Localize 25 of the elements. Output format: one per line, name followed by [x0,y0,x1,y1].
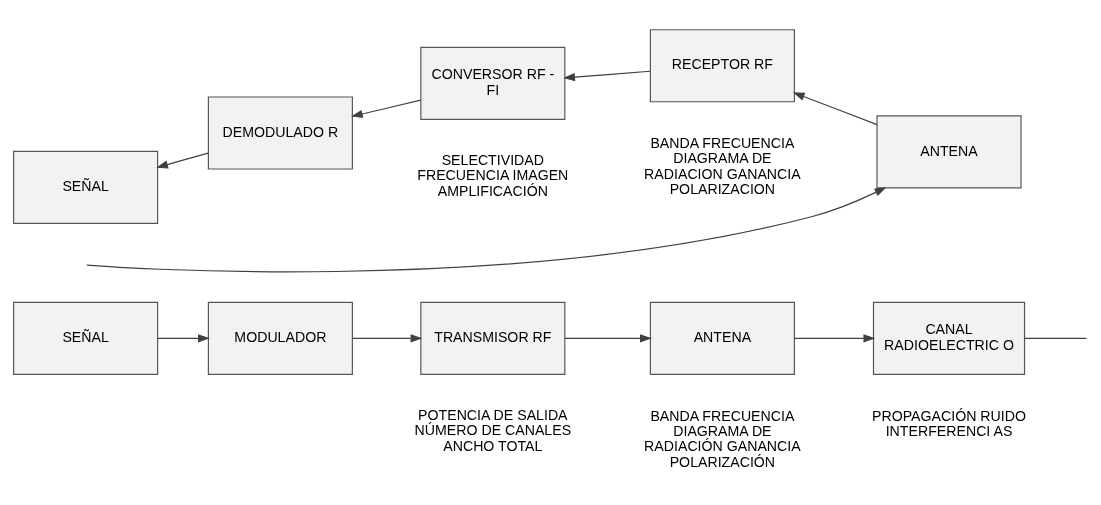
arrow [350,99,422,118]
arrow [352,334,423,343]
node-box: ANTENA [876,115,1022,189]
node-box: CONVERSOR RF - FI [420,46,566,120]
node-box: DEMODULADO R [207,96,353,170]
node-label: POTENCIA DE SALIDA NÚMERO DE CANALES ANCHO TOTAL [414,406,572,454]
arrow [564,334,652,343]
arrow [86,187,887,273]
node-label: PROPAGACIÓN RUIDO INTERFERENCI AS [872,407,1026,439]
node-label: BANDA FRECUENCIA DIAGRAMA DE RADIACION GANANCIA POLARIZACION [644,134,801,197]
node-label: BANDA FRECUENCIA DIAGRAMA DE RADIACIÓN GANANCIA POLARIZACIÓN [644,407,801,470]
node-box: SEÑAL [13,150,159,224]
arrow [157,334,210,343]
node-box: RECEPTOR RF [649,29,795,103]
node-box: ANTENA [649,301,795,375]
node-label: SELECTIVIDAD FRECUENCIA IMAGEN AMPLIFICACIÓN [417,151,569,199]
connector [1024,337,1087,339]
arrow [793,334,876,343]
arrow [156,152,209,169]
arrow [792,92,878,126]
node-box: MODULADOR [207,301,353,375]
node-box: SEÑAL [13,301,159,375]
arrow [563,70,651,82]
node-box: CANAL RADIOELECTRIC O [872,301,1026,375]
node-box: TRANSMISOR RF [420,301,566,375]
